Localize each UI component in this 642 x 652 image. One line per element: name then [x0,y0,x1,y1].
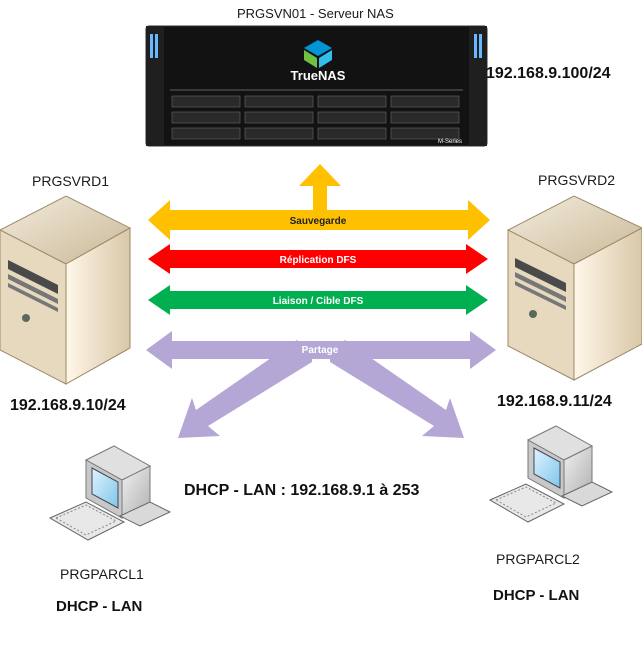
server1-ip: 192.168.9.10/24 [10,397,126,414]
replication-arrow [148,244,488,274]
client1-name: PRGPARCL1 [60,566,144,582]
client2-name: PRGPARCL2 [496,551,580,567]
server2-ip: 192.168.9.11/24 [497,393,612,410]
lan-dhcp-range: DHCP - LAN : 192.168.9.1 à 253 [184,482,420,499]
server2-name: PRGSVRD2 [538,172,616,188]
truenas-logo-icon [304,40,332,68]
client2-net: DHCP - LAN [493,587,580,604]
sauvegarde-arrow [148,164,490,240]
client1-net: DHCP - LAN [56,598,143,615]
client2-computer [488,425,614,523]
nas-brand: TrueNAS [291,68,346,83]
partage-arrow [146,331,496,438]
server1-tower [0,195,132,385]
client1-computer [48,445,172,541]
server2-tower [506,195,642,381]
nas-ip: 192.168.9.100/24 [486,65,611,82]
nas-title: PRGSVN01 - Serveur NAS [237,6,394,21]
partage-label: Partage [302,345,339,356]
nas-appliance [145,25,488,147]
server1-name: PRGSVRD1 [32,173,110,189]
nas-series: M-Series [438,139,462,145]
liaison-label: Liaison / Cible DFS [273,296,364,307]
replication-label: Réplication DFS [280,255,357,266]
liaison-arrow [148,285,488,315]
sauvegarde-label: Sauvegarde [290,216,347,227]
